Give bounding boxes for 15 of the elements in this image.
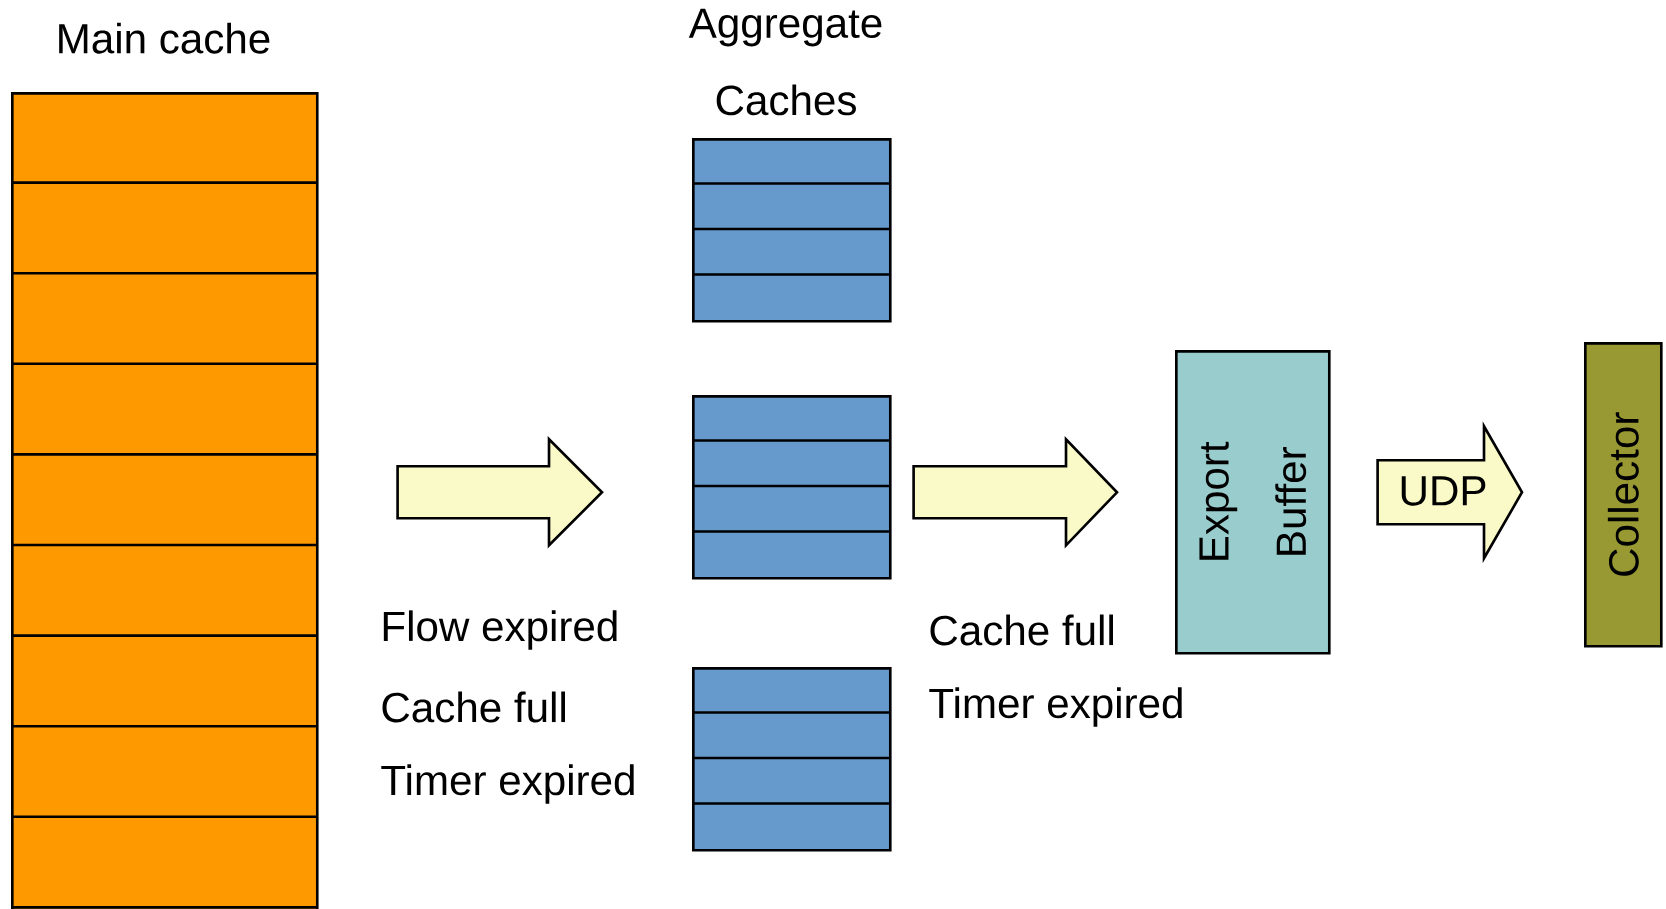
node-label: Main cache (59, 22, 270, 54)
cache-table: Main cache (11, 22, 319, 909)
condition-text: Timer expired (381, 764, 634, 804)
condition-text: Cache full (930, 614, 1113, 646)
cache-table (692, 667, 892, 852)
cache-table (692, 395, 892, 580)
block-arrow (396, 436, 604, 549)
condition-text: Timer expired (929, 687, 1182, 727)
condition-text: Cache full (382, 691, 565, 723)
cache-table (692, 138, 892, 323)
condition-text: Flow expired (383, 610, 617, 650)
block-arrow (912, 436, 1119, 549)
edge-label: UDP (1401, 476, 1486, 506)
buffer-box: Export Buffer (1175, 350, 1331, 655)
collector-box: Collector (1584, 342, 1663, 648)
